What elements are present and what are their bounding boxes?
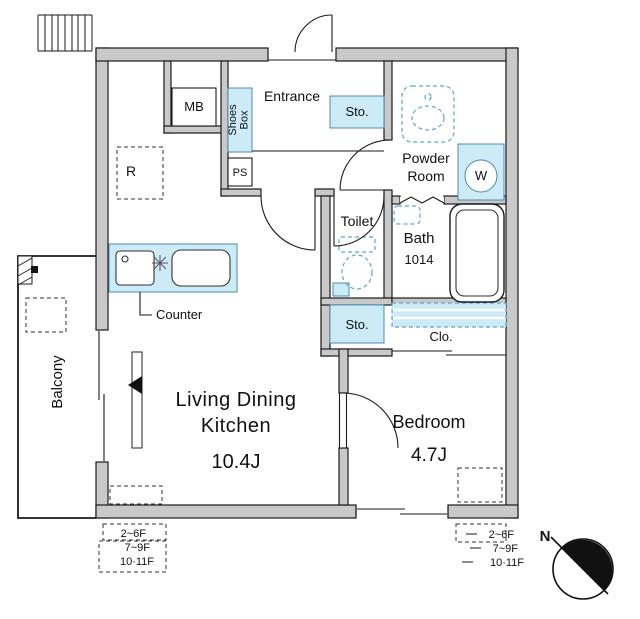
closet-shelf-lines xyxy=(393,308,505,320)
shoes-box-label-1: Shoes xyxy=(227,104,239,136)
bathtub-icon xyxy=(449,203,505,303)
dashed-annotations xyxy=(25,146,507,573)
stairs-icon xyxy=(37,14,93,52)
floor-variant-ldk xyxy=(109,485,163,505)
storage-lower xyxy=(329,304,385,344)
stove-icon xyxy=(115,250,155,286)
note-leader-lines xyxy=(462,533,481,563)
bedroom-window xyxy=(355,505,449,518)
bath-label: Bath xyxy=(404,230,435,247)
balcony-window xyxy=(96,329,108,463)
fridge-label: R xyxy=(126,163,136,179)
closet-label: Clo. xyxy=(429,329,452,344)
meter-box xyxy=(171,87,217,127)
ldk-label-2: Kitchen xyxy=(201,415,271,437)
washer-drum-icon xyxy=(464,159,498,193)
faucet-icon xyxy=(152,255,168,271)
closet-strip xyxy=(392,303,506,327)
balcony-partition xyxy=(17,255,33,285)
basin-faucet-icon xyxy=(424,93,432,101)
floor-note-right-3: 10·11F xyxy=(490,557,524,569)
pipe-space xyxy=(227,157,253,187)
bedroom-size-label: 4.7J xyxy=(411,445,447,466)
floor-note-box-right xyxy=(455,523,507,543)
balcony-drain xyxy=(31,266,38,273)
storage-upper xyxy=(329,95,385,129)
pipe-space-label: PS xyxy=(233,167,248,179)
floor-note-left-2: 7~9F xyxy=(125,542,151,554)
counter-leader-line xyxy=(139,292,152,316)
washer-label: W xyxy=(475,168,488,183)
storage-lower-label: Sto. xyxy=(345,317,368,332)
hall-door-arc xyxy=(260,195,316,251)
sink-icon xyxy=(171,249,231,287)
entrance-door-arc xyxy=(294,14,333,53)
compass-needle-line xyxy=(550,536,609,595)
basin-bowl-icon xyxy=(411,105,445,131)
shoes-box xyxy=(227,87,253,153)
balcony-outline xyxy=(17,255,96,519)
bedroom-door-arc xyxy=(342,392,399,449)
window-sash xyxy=(131,351,143,449)
floor-note-right-2: 7~9F xyxy=(493,543,519,555)
basin-icon xyxy=(401,85,455,143)
toilet-tank-icon xyxy=(338,236,376,253)
powder-door-arc xyxy=(339,139,391,191)
floor-note-box-left-1 xyxy=(102,523,167,541)
bath-folding-door xyxy=(399,196,445,204)
storage-upper-label: Sto. xyxy=(345,104,368,119)
ldk-size-label: 10.4J xyxy=(212,451,261,473)
toilet-label: Toilet xyxy=(341,213,374,229)
labels: Entrance MB PS Shoes Box Sto. Powder Roo… xyxy=(49,88,524,569)
bedroom-door-leaf xyxy=(338,392,348,449)
shoes-box-label-2: Box xyxy=(239,110,251,129)
compass-north-label: N xyxy=(540,528,551,545)
toilet-bowl-icon xyxy=(341,254,373,290)
closet-outline xyxy=(391,302,507,328)
walls xyxy=(95,47,519,519)
shower-counter-icon xyxy=(393,205,421,225)
toilet-control xyxy=(332,282,350,297)
closet-sliding-door xyxy=(392,350,506,356)
bathtub-inner-icon xyxy=(455,209,499,297)
bedroom-label: Bedroom xyxy=(392,412,465,432)
ldk-label-1: Living Dining xyxy=(175,389,296,411)
floor-note-left-3: 10·11F xyxy=(120,556,154,568)
bath-door-gap xyxy=(400,197,444,203)
floor-note-right-1: 2~6F xyxy=(489,529,515,541)
toilet-door-arc xyxy=(333,195,385,247)
powder-room-label-1: Powder xyxy=(402,150,450,166)
meter-box-label: MB xyxy=(184,99,204,114)
door-and-window-lines xyxy=(96,14,506,563)
compass: N xyxy=(540,528,614,600)
entrance-label: Entrance xyxy=(264,88,320,104)
floor-note-left-1: 2~6F xyxy=(121,528,147,540)
floor-variant-bedroom xyxy=(457,467,503,503)
window-marker-icon xyxy=(128,376,142,394)
white-fixtures xyxy=(115,87,505,449)
fridge-space xyxy=(116,146,164,200)
stove-burner-icon xyxy=(121,255,129,263)
blue-dashed-fixtures xyxy=(338,85,507,328)
powder-room-label-2: Room xyxy=(407,168,444,184)
bath-size-label: 1014 xyxy=(405,252,434,267)
counter-label: Counter xyxy=(156,307,203,322)
balcony-label: Balcony xyxy=(49,355,66,409)
ac-unit-space xyxy=(25,297,67,333)
compass-needle-fill xyxy=(561,539,613,591)
